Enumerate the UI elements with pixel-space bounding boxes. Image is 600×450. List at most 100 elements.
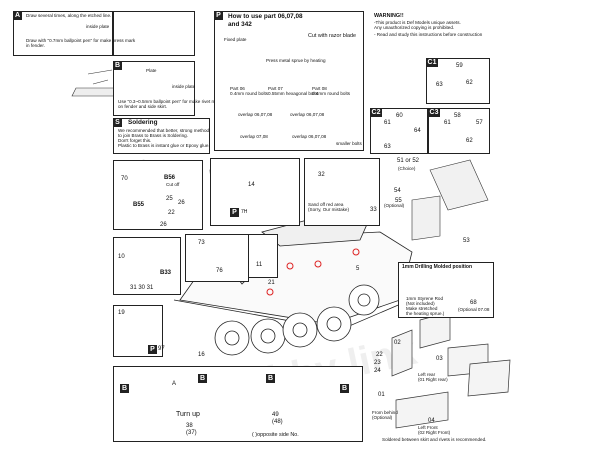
skirt-num-03: 03 bbox=[436, 356, 443, 362]
step-p-part08-sub: 0.4mm round bolts bbox=[312, 91, 351, 96]
skirt-num-02: 02 bbox=[394, 340, 401, 346]
part-num-97: 97 bbox=[158, 346, 165, 352]
vehicle-num-16: 16 bbox=[198, 352, 205, 358]
step-p-tag: P bbox=[214, 11, 223, 20]
skirt-left-rear-2: (01 Right rear) bbox=[418, 377, 448, 382]
grill-drawing bbox=[411, 159, 489, 241]
step-a-panel bbox=[113, 11, 195, 56]
part-19-tag-p: P bbox=[148, 345, 157, 354]
b55-num-70: 70 bbox=[121, 176, 128, 182]
drilling-line-4: the heating sprue.) bbox=[406, 311, 445, 316]
step-p-part07: Part 07 bbox=[268, 86, 283, 91]
step-p-cut: Cut with razor blade bbox=[308, 33, 356, 39]
part-num-33: 33 bbox=[370, 207, 377, 213]
step-b-plate: Plate bbox=[146, 68, 157, 73]
drilling-optional: (Optional 07.08 bbox=[458, 307, 490, 312]
c2-num-64: 64 bbox=[414, 128, 421, 134]
sand-off-line-1: Sand off red area bbox=[308, 202, 344, 207]
bottom-tag-b-4: B bbox=[340, 384, 349, 393]
b55-num-26: 26 bbox=[178, 200, 185, 206]
skirt-num-04: 04 bbox=[428, 418, 435, 424]
warning-line-1: -This product is Def Models unique asset… bbox=[374, 20, 461, 25]
skirt-num-01: 01 bbox=[378, 392, 385, 398]
step-c1-tag: C1 bbox=[426, 58, 438, 67]
step-p-part07-sub: 0.55mm hexagonal bolts bbox=[268, 91, 319, 96]
grill-choice: (Choice) bbox=[398, 166, 416, 171]
soldering-text-1: We recommended that better, strong metho… bbox=[118, 128, 210, 133]
soldering-tag: S bbox=[113, 118, 122, 127]
part-b33-box bbox=[113, 237, 181, 295]
b55-num-22: 22 bbox=[168, 210, 175, 216]
soldering-title: Soldering bbox=[128, 119, 158, 126]
b33-nums: 31 30 31 bbox=[130, 285, 154, 291]
c3-num-61: 61 bbox=[444, 120, 451, 126]
bottom-label-a: A bbox=[172, 381, 177, 387]
b55-num-25: 25 bbox=[166, 196, 173, 202]
soldering-text-4: Plastic to Brass is instant glue or Epox… bbox=[118, 143, 210, 148]
step-c3-tag: C3 bbox=[428, 108, 440, 117]
step-p-overlap-2: overlap 06,07,08 bbox=[290, 112, 325, 117]
soldering-text-2: to join Brass to Brass is Soldering. bbox=[118, 133, 188, 138]
skirt-left-front-1: Left Front bbox=[418, 425, 438, 430]
grill-num-53: 53 bbox=[463, 238, 470, 244]
drilling-line-3: Make stretched bbox=[406, 306, 438, 311]
step-a-text-3: in fender. bbox=[26, 43, 45, 48]
step-c2-tag: C2 bbox=[370, 108, 382, 117]
step-a-text-2: Draw with "0.7mm ballpoint pen" for make… bbox=[26, 38, 136, 43]
c2-num-60: 60 bbox=[396, 113, 403, 119]
part-b55-box bbox=[113, 160, 203, 230]
bottom-num-37: (37) bbox=[186, 430, 197, 436]
part-11-box bbox=[248, 234, 278, 278]
step-p-press: Press metal sprue by heating bbox=[266, 58, 326, 63]
vehicle-num-21: 21 bbox=[268, 280, 275, 286]
skirt-num-23: 23 bbox=[374, 360, 381, 366]
drilling-line-1: 1mm Styrene Rod bbox=[406, 296, 444, 301]
b55-cut-off: Cut off bbox=[166, 182, 180, 187]
c1-num-63: 63 bbox=[436, 82, 443, 88]
panel-b-drawing bbox=[71, 69, 119, 97]
step-p-title-2: and 342 bbox=[228, 21, 252, 28]
sand-off-line-2: (Sorry, Our mistake) bbox=[308, 207, 350, 212]
hull-side-box bbox=[210, 158, 300, 226]
step-p-overlap-3: overlap 07,08 bbox=[240, 134, 268, 139]
soldering-text-3: Don't forget this. bbox=[118, 138, 152, 143]
hull-num-14: 14 bbox=[248, 182, 255, 188]
hull-tag-p: P bbox=[230, 208, 239, 217]
step-p-part06: Part 06 bbox=[230, 86, 245, 91]
b55-label-b56: B56 bbox=[164, 175, 176, 181]
b33-label: B33 bbox=[160, 270, 172, 276]
parts-32-33-box bbox=[304, 158, 380, 226]
drilling-title: 1mm Drilling Molded position bbox=[402, 264, 472, 270]
drilling-box bbox=[398, 262, 494, 318]
grill-optional: (Optional) bbox=[384, 203, 405, 208]
grill-num-54: 54 bbox=[394, 188, 401, 194]
skirt-solder-note: Soldered between skirt and rivets is rec… bbox=[382, 437, 487, 442]
bottom-opposite-note: ( )opposite side No. bbox=[252, 432, 299, 438]
part-num-32: 32 bbox=[318, 172, 325, 178]
b33-num-10: 10 bbox=[118, 254, 125, 260]
step-a-label-plate: inside plate bbox=[86, 24, 110, 29]
part-num-76: 76 bbox=[216, 268, 223, 274]
drilling-num-68: 68 bbox=[470, 300, 477, 306]
step-p-box bbox=[214, 11, 364, 151]
step-a-tag: A bbox=[13, 11, 22, 20]
c2-num-61: 61 bbox=[384, 120, 391, 126]
step-p-part06-sub: 0.4mm round bolts bbox=[230, 91, 269, 96]
road-wheels bbox=[214, 284, 380, 356]
step-p-title-1: How to use part 06,07,08 bbox=[228, 13, 303, 20]
part-num-11: 11 bbox=[256, 262, 263, 268]
step-p-smaller-bolt: smaller bolts bbox=[336, 141, 362, 146]
bottom-tag-b-1: B bbox=[120, 384, 129, 393]
bottom-num-48: (48) bbox=[272, 419, 283, 425]
c3-num-62: 62 bbox=[466, 138, 473, 144]
step-a-box bbox=[13, 11, 113, 56]
highlight-marks bbox=[266, 248, 360, 296]
vehicle-num-5: 5 bbox=[356, 266, 360, 272]
part-num-73: 73 bbox=[198, 240, 205, 246]
step-b-inside-plate: inside plate bbox=[172, 84, 196, 89]
bottom-tag-b-2: B bbox=[198, 374, 207, 383]
c1-num-59: 59 bbox=[456, 63, 463, 69]
step-b-tag: B bbox=[113, 61, 122, 70]
bottom-tag-b-3: B bbox=[266, 374, 275, 383]
